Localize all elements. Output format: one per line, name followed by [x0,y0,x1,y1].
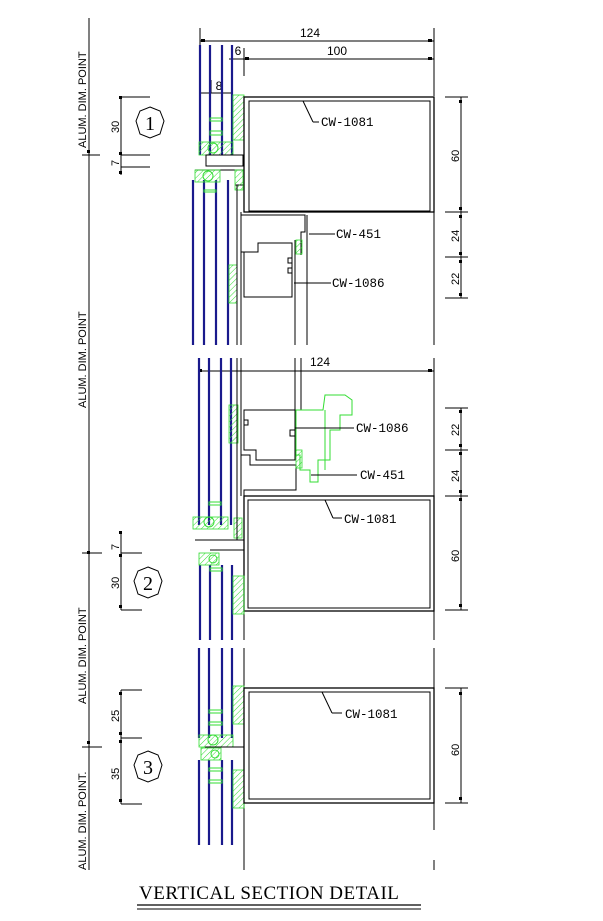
dim-s1-22: 22 [450,273,462,285]
gasket-2 [194,169,244,304]
left-dimension-3 [82,689,142,805]
detail-marker-3: 3 [133,750,163,783]
callout-s1-cw-451: CW-451 [336,228,381,242]
alum-dim-point-label-3: ALUM. DIM. POINT. [77,772,89,870]
dim-s3-60: 60 [450,744,462,756]
dim-2-upper: 7 [110,544,122,550]
dim-2-lower: 30 [110,577,122,589]
top-dim-overall: 124 [300,26,320,40]
glass-panel-5 [197,648,245,870]
mid-dim-overall: 124 [310,355,330,369]
dim-3-lower: 35 [110,768,122,780]
callout-s2-cw-1081: CW-1081 [344,513,397,527]
alum-dim-point-label-2: ALUM. DIM. POINT [77,607,89,704]
svg-text:2: 2 [143,573,153,595]
top-dimensions [199,28,435,96]
callout-s2-cw-1086: CW-1086 [356,422,409,436]
gasket-3 [192,404,243,539]
svg-text:3: 3 [143,757,153,779]
drawing-title: VERTICAL SECTION DETAIL [139,883,399,904]
gasket-4 [198,552,245,615]
left-dimension-2 [82,531,142,611]
top-dim-frame: 100 [327,44,347,58]
top-dim-glass: 8 [216,79,223,93]
dim-1-upper: 30 [110,121,122,133]
alum-dim-point-label-1a: ALUM. DIM. POINT [77,51,89,148]
callout-s3-cw-1081: CW-1081 [345,708,398,722]
leader-s2-1081 [324,499,342,519]
gasket-5 [198,685,245,809]
profile-cw-1081-s2 [243,495,435,612]
callout-s1-cw-1081: CW-1081 [321,116,374,130]
detail-marker-1: 1 [135,106,165,139]
glass-panel-3 [197,358,233,525]
mullion-s1 [236,185,308,345]
right-dimension-3 [445,687,468,804]
alum-dim-point-label-1b: ALUM. DIM. POINT [77,311,89,408]
dim-1-lower: 7 [110,160,122,166]
pressure-cap-s2 [295,394,353,483]
dim-s2-22: 22 [450,424,462,436]
leader-s3-1081 [321,691,342,714]
dim-s2-60: 60 [450,550,462,562]
left-dimension-1 [82,96,150,175]
profile-cw-1081-s3 [243,648,435,830]
dim-s1-24: 24 [450,230,462,242]
leader-s1-1081 [302,100,319,123]
dim-3-upper: 25 [110,710,122,722]
dim-s1-60: 60 [450,150,462,162]
right-dimension-1 [433,96,468,345]
profile-cw-1081-s1 [195,96,435,213]
glass-panel-1 [198,45,234,155]
top-dim-gap: 6 [235,44,242,58]
callout-s2-cw-451: CW-451 [360,469,405,483]
svg-text:1: 1 [145,113,155,135]
dim-s2-24: 24 [450,470,462,482]
glass-panel-2 [191,180,230,345]
title-underline [137,904,421,910]
detail-marker-2: 2 [133,566,163,599]
callout-s1-cw-1086: CW-1086 [332,277,385,291]
right-dimension-2 [445,407,468,611]
